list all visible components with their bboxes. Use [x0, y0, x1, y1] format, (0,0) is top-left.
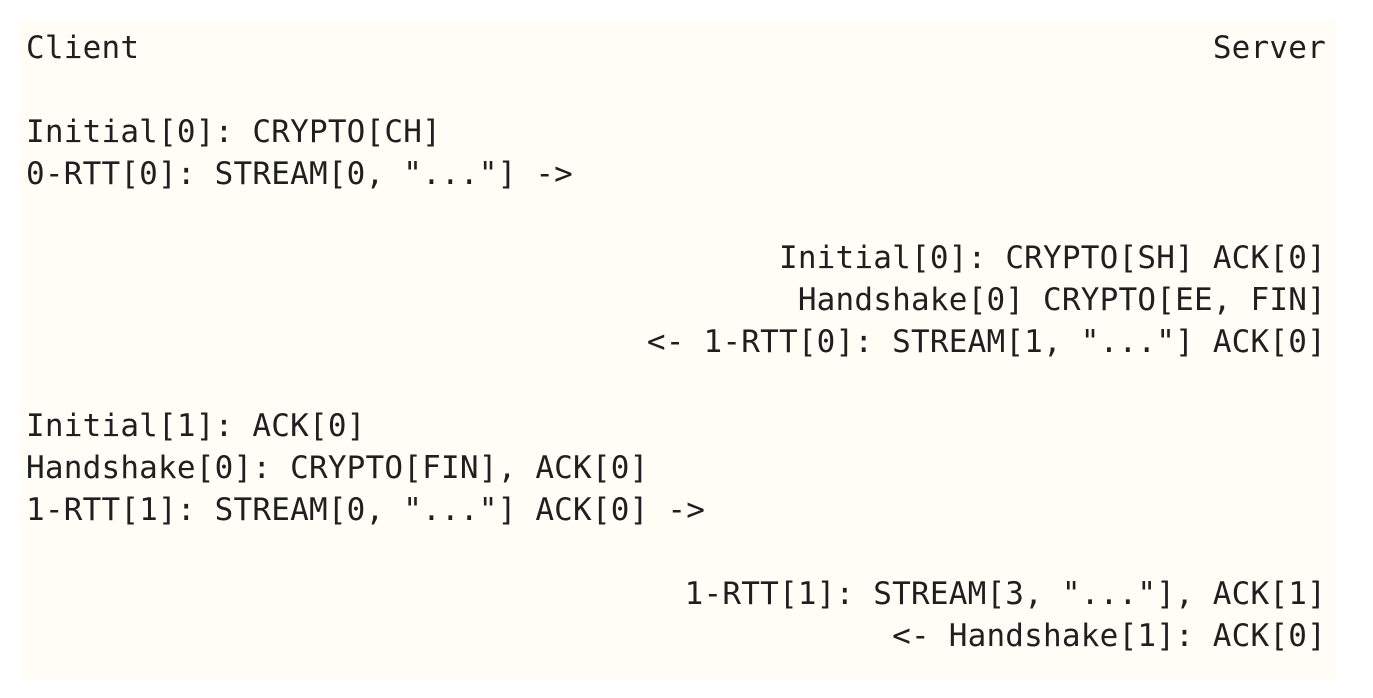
server-flight-1-line-2: Handshake[0] CRYPTO[EE, FIN]	[797, 282, 1326, 318]
server-flight-2-line-1: 1-RTT[1]: STREAM[3, "..."], ACK[1]	[684, 576, 1326, 612]
client-flight-2-line-3: 1-RTT[1]: STREAM[0, "..."] ACK[0] ->	[26, 492, 706, 528]
server-flight-2-line-2: <- Handshake[1]: ACK[0]	[892, 618, 1326, 654]
client-flight-1-line-1: Initial[0]: CRYPTO[CH]	[26, 114, 441, 150]
client-flight-2-line-2: Handshake[0]: CRYPTO[FIN], ACK[0]	[26, 450, 649, 486]
server-flight-1-line-3: <- 1-RTT[0]: STREAM[1, "..."] ACK[0]	[646, 324, 1326, 360]
server-label: Server	[1212, 30, 1326, 66]
handshake-diagram: Client Server Initial[0]: CRYPTO[CH] 0-R…	[20, 20, 1336, 680]
client-label: Client	[26, 30, 140, 66]
client-flight-2-line-1: Initial[1]: ACK[0]	[26, 408, 366, 444]
server-flight-1-line-1: Initial[0]: CRYPTO[SH] ACK[0]	[778, 240, 1326, 276]
client-flight-1-line-2: 0-RTT[0]: STREAM[0, "..."] ->	[26, 156, 574, 192]
